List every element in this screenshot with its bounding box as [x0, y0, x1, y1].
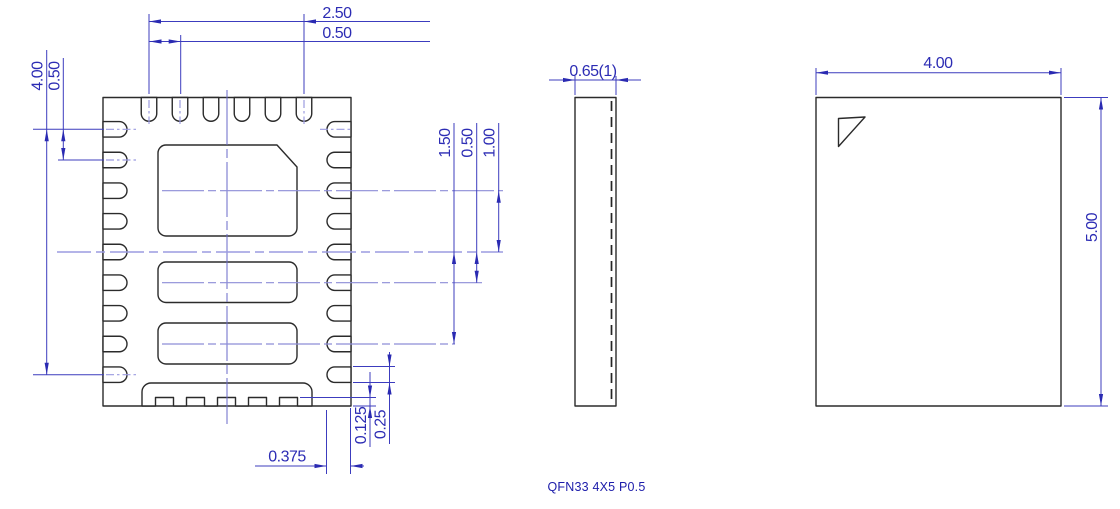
- dim-lead-span-left-label: 4.00: [30, 61, 47, 91]
- dim-epad-a-label: 1.50: [437, 128, 454, 158]
- dim-body-height-label: 5.00: [1084, 212, 1101, 242]
- top-lead-pads: [140, 96, 313, 122]
- drawing-caption: QFN33 4X5 P0.5: [548, 480, 646, 494]
- dim-bottom-group: 0.375 0.25 0.125: [255, 352, 395, 474]
- top-view-outline: [815, 96, 1062, 407]
- dim-pad-width-label: 0.25: [373, 409, 390, 439]
- dim-epad-c-label: 1.00: [482, 128, 499, 158]
- side-view-drawing: 0.65(1): [549, 63, 641, 407]
- dim-lead-pitch-top-label: 0.50: [322, 25, 352, 42]
- side-profile-outline: [574, 96, 617, 407]
- centerlines: [57, 90, 503, 424]
- dim-pad-length-label: 0.375: [268, 449, 306, 466]
- pin1-triangle-icon: [837, 116, 866, 148]
- dim-top-group: 2.50 0.50: [148, 5, 430, 94]
- dim-lead-pitch-left-label: 0.50: [46, 61, 63, 91]
- dim-notch-depth-label: 0.125: [353, 406, 370, 444]
- dim-body-width-label: 4.00: [923, 55, 953, 72]
- dim-thickness-label: 0.65(1): [569, 63, 616, 80]
- top-view-drawing: 4.00 5.00: [815, 55, 1108, 407]
- dim-right-group: 1.50 0.50 1.00: [437, 123, 501, 344]
- dim-left-group: 4.00 0.50: [30, 50, 104, 376]
- dim-epad-b-label: 0.50: [460, 128, 477, 158]
- dim-lead-span-top-label: 2.50: [322, 5, 352, 22]
